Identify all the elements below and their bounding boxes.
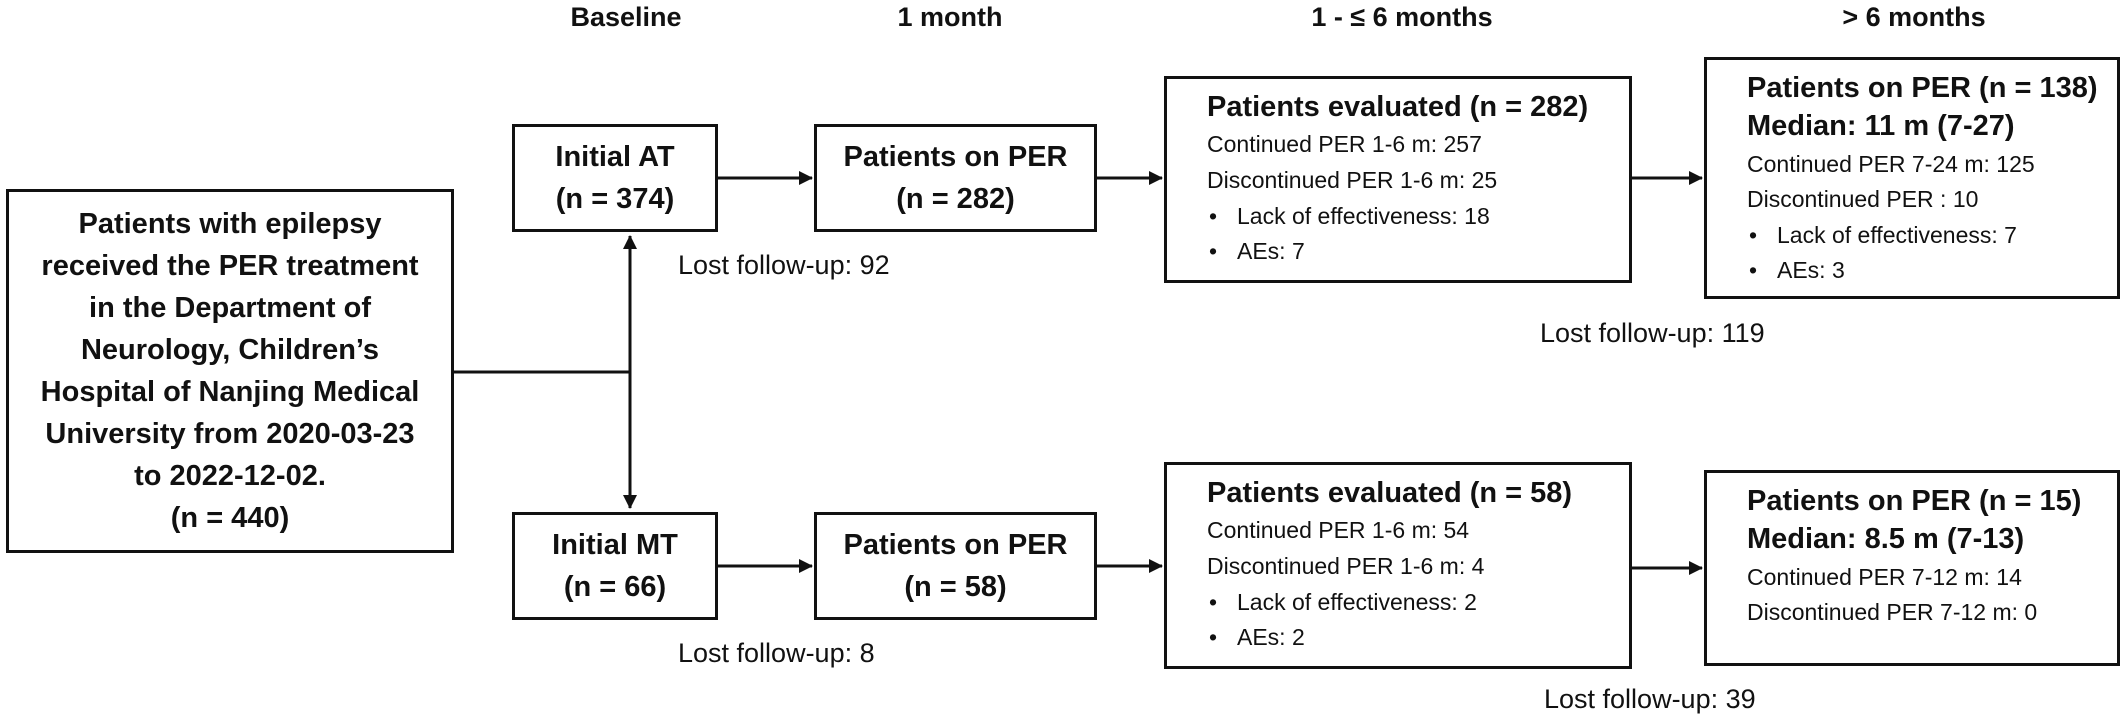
- mt-eval-discontinued: Discontinued PER 1-6 m: 4: [1207, 552, 1485, 579]
- source-line: Neurology, Children’s: [80, 333, 380, 366]
- at-lost-followup-month1: Lost follow-up: 92: [678, 250, 890, 280]
- initial-mt-box: Initial MT (n = 66): [512, 512, 718, 620]
- source-line: Hospital of Nanjing Medical: [40, 376, 420, 408]
- mt-eval-box: Patients evaluated (n = 58) Continued PE…: [1164, 462, 1632, 669]
- at-long-reason: AEs: 3: [1747, 253, 2117, 289]
- source-line: in the Department of: [89, 291, 371, 324]
- header-over-six-months: > 6 months: [1842, 2, 1986, 32]
- initial-at-title: Initial AT: [555, 140, 675, 173]
- at-eval-continued: Continued PER 1-6 m: 257: [1207, 131, 1482, 158]
- source-line: received the PER treatment: [41, 249, 419, 282]
- mt-eval-reason: AEs: 2: [1207, 620, 1629, 656]
- source-line: (n = 440): [170, 502, 290, 535]
- mt-lost-followup-month1: Lost follow-up: 8: [678, 638, 875, 668]
- mt-long-title: Patients on PER (n = 15): [1747, 485, 2082, 517]
- mt-month1-n: (n = 58): [904, 571, 1007, 603]
- mt-long-median: Median: 8.5 m (7-13): [1747, 523, 2025, 556]
- initial-mt-title: Initial MT: [552, 528, 678, 561]
- initial-mt-n: (n = 66): [563, 571, 667, 603]
- at-long-continued: Continued PER 7-24 m: 125: [1747, 150, 2035, 177]
- at-lost-followup-eval: Lost follow-up: 119: [1540, 318, 1765, 348]
- source-line: Patients with epilepsy: [78, 207, 382, 240]
- initial-at-n: (n = 374): [555, 183, 675, 215]
- at-long-discontinued: Discontinued PER : 10: [1747, 186, 1979, 213]
- mt-long-continued: Continued PER 7-12 m: 14: [1747, 563, 2022, 590]
- at-month1-box: Patients on PER (n = 282): [814, 124, 1097, 232]
- initial-at-box: Initial AT (n = 374): [512, 124, 718, 232]
- header-baseline: Baseline: [570, 2, 682, 32]
- at-eval-reason: AEs: 7: [1207, 234, 1629, 270]
- mt-month1-box: Patients on PER (n = 58): [814, 512, 1097, 620]
- mt-long-box: Patients on PER (n = 15) Median: 8.5 m (…: [1704, 470, 2120, 666]
- mt-eval-continued: Continued PER 1-6 m: 54: [1207, 517, 1470, 544]
- at-eval-title: Patients evaluated (n = 282): [1207, 91, 1589, 123]
- header-one-month: 1 month: [897, 2, 1003, 32]
- source-population-box: Patients with epilepsy received the PER …: [6, 189, 454, 553]
- mt-eval-title: Patients evaluated (n = 58): [1207, 477, 1573, 509]
- source-line: to 2022-12-02.: [134, 460, 326, 493]
- at-month1-title: Patients on PER: [843, 140, 1068, 173]
- at-eval-box: Patients evaluated (n = 282) Continued P…: [1164, 76, 1632, 283]
- at-long-reason: Lack of effectiveness: 7: [1747, 218, 2117, 254]
- at-long-median: Median: 11 m (7-27): [1747, 110, 2015, 143]
- at-month1-n: (n = 282): [896, 183, 1015, 215]
- at-eval-discontinued: Discontinued PER 1-6 m: 25: [1207, 166, 1498, 193]
- mt-eval-reason: Lack of effectiveness: 2: [1207, 585, 1629, 621]
- at-long-title: Patients on PER (n = 138): [1747, 72, 2098, 104]
- mt-lost-followup-eval: Lost follow-up: 39: [1544, 684, 1756, 714]
- mt-long-discontinued: Discontinued PER 7-12 m: 0: [1747, 599, 2038, 626]
- source-line: University from 2020-03-23: [45, 418, 415, 451]
- at-eval-reason: Lack of effectiveness: 18: [1207, 199, 1629, 235]
- mt-month1-title: Patients on PER: [843, 528, 1068, 561]
- at-long-box: Patients on PER (n = 138) Median: 11 m (…: [1704, 57, 2120, 299]
- header-one-to-six-months: 1 - ≤ 6 months: [1311, 2, 1493, 32]
